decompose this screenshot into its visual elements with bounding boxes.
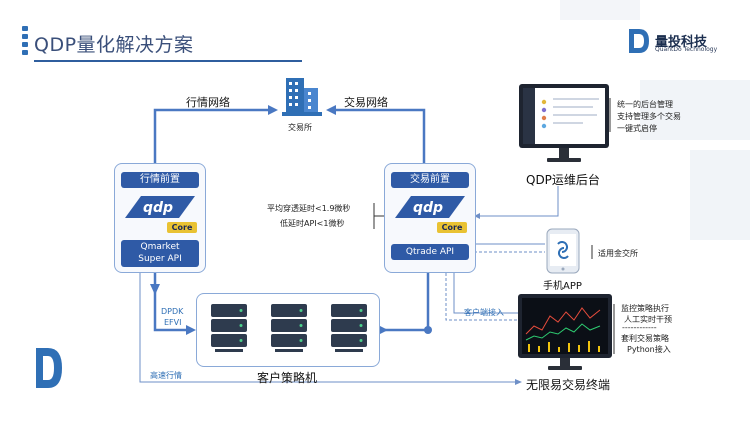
slide-title: QDP量化解决方案 [34,34,194,56]
market-front-api: Qmarket Super API [121,240,199,267]
qdp-logo-icon: qdp [395,196,465,218]
svg-text:qdp: qdp [143,200,173,216]
terminal-divider: ------------ [622,323,657,332]
market-api-line2: Super API [138,254,182,264]
ops-note-2: 支持管理多个交易 [617,112,681,121]
mobile-phone-icon [546,228,580,274]
exchange-label: 交易所 [288,123,312,132]
exchange-building-icon [282,78,322,116]
ops-note-3: 一键式启停 [617,124,657,133]
ops-note-1: 统一的后台管理 [617,100,673,109]
brand-logo-icon [629,29,649,53]
strategy-machines-label: 客户策略机 [257,371,318,385]
terminal-note-4: Python接入 [627,345,671,354]
terminal-title: 无限易交易终端 [526,378,611,392]
trade-front-api: Qtrade API [391,244,469,260]
market-front-header: 行情前置 [121,172,199,188]
latency-line2: 低延时API<1微秒 [280,219,345,228]
latency-line1: 平均穿透延时<1.9微秒 [267,204,351,213]
client-access-label: 客户端接入 [464,308,504,317]
market-front-core-badge: Core [167,222,197,233]
mobile-title: 手机APP [543,281,582,292]
terminal-note-3: 套利交易策略 [621,334,669,343]
svg-text:qdp: qdp [413,200,443,216]
qdp-logo-icon: qdp [125,196,195,218]
ops-title: QDP运维后台 [526,173,600,187]
market-network-label: 行情网络 [186,96,230,109]
trade-network-label: 交易网络 [344,96,388,109]
trading-terminal-icon [518,294,612,370]
market-front-box: 行情前置 qdp Core Qmarket Super API [114,163,206,273]
decorative-logo-icon [36,348,62,388]
title-divider [34,60,302,62]
terminal-note-1: 监控策略执行 [621,304,669,313]
brand-name: 量投科技 [655,35,708,50]
trade-front-core-badge: Core [437,222,467,233]
brand-subtitle: QuantDo Technology [655,46,718,53]
mobile-note: 适用金交所 [598,249,638,258]
terminal-note-2: 人工实时干预 [624,315,672,324]
fast-market-label: 高速行情 [150,371,182,380]
trade-front-box: 交易前置 qdp Core Qtrade API [384,163,476,273]
title-bullets-icon [22,26,30,58]
ops-monitor-icon [519,84,609,162]
trade-front-header: 交易前置 [391,172,469,188]
dpdk-label: DPDK [161,307,184,316]
strategy-machines-box [196,293,380,367]
efvi-label: EFVI [164,318,182,327]
market-api-line1: Qmarket [140,242,180,252]
server-rack-icons [211,304,367,352]
